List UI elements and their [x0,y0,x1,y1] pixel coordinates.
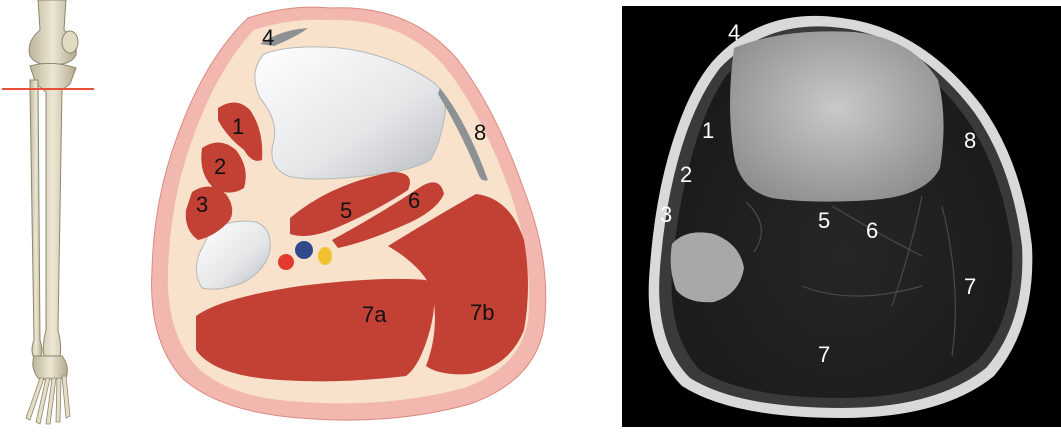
mri-label-7-lower: 7 [818,342,830,367]
cross-section-diagram: 4 1 2 3 5 6 8 7a 7b [140,0,580,427]
foot-toes [26,376,70,424]
diagram-label-7a: 7a [362,302,387,327]
mri-label-1: 1 [702,118,714,143]
nerve [318,247,332,265]
vein [295,241,313,259]
mri-label-8: 8 [964,128,976,153]
mri-label-7-upper: 7 [964,274,976,299]
diagram-label-4: 4 [262,25,274,50]
mri-cross-section: 4 1 2 3 5 6 8 7 7 [622,6,1061,427]
diagram-label-7b: 7b [470,300,494,325]
mri-label-2: 2 [680,162,692,187]
diagram-label-3: 3 [196,192,208,217]
mri-label-5: 5 [818,208,830,233]
fibula [30,80,42,358]
artery [278,254,294,270]
cross-section-diagram-panel: 4 1 2 3 5 6 8 7a 7b [140,0,580,427]
mri-image-panel: 4 1 2 3 5 6 8 7 7 [622,6,1061,427]
mri-label-3: 3 [660,202,672,227]
mri-tibia [730,31,944,201]
leg-skeleton-panel [0,0,110,427]
mri-label-6: 6 [866,218,878,243]
leg-skeleton-illustration [0,0,110,427]
diagram-label-8: 8 [474,120,486,145]
diagram-label-6: 6 [408,188,420,213]
diagram-label-1: 1 [232,114,244,139]
mri-label-4: 4 [728,20,740,45]
patella [62,31,78,53]
diagram-label-2: 2 [214,154,226,179]
diagram-label-5: 5 [340,198,352,223]
